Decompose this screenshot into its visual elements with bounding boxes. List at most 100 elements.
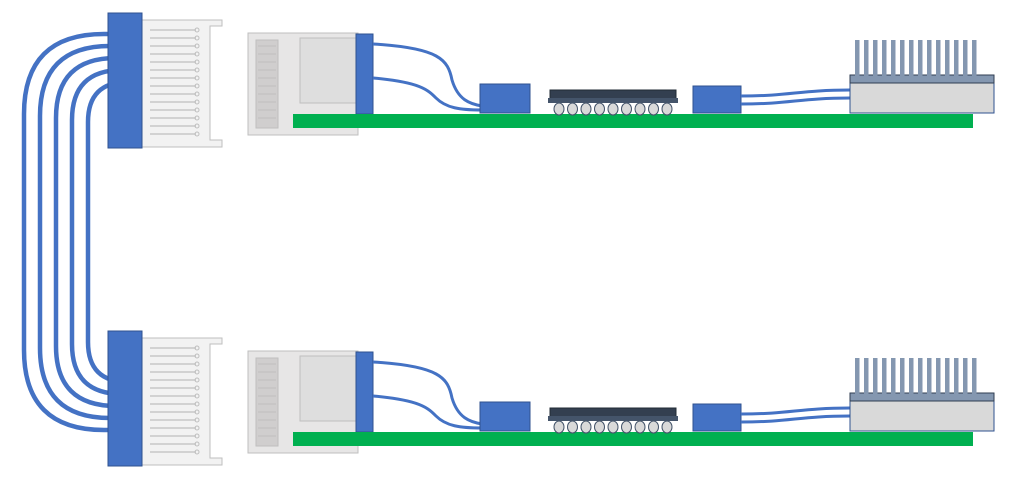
solder-ball	[607, 420, 619, 434]
connector-pin-contact	[194, 115, 200, 121]
connector-pin-contact	[194, 83, 200, 89]
cage-connector-housing	[139, 337, 223, 466]
heatsink-fin	[882, 40, 887, 76]
connector-pin-contact	[194, 131, 200, 137]
cage-connector-pins	[150, 27, 200, 137]
solder-ball	[553, 420, 565, 434]
heatsink-fin	[864, 358, 869, 394]
module-cable-connector	[355, 351, 374, 433]
pcb-board	[293, 114, 973, 128]
heatsink-fin	[918, 358, 923, 394]
heatsink-fin	[936, 358, 941, 394]
loopback-cable	[37, 43, 115, 421]
connector-pin-contact	[194, 345, 200, 351]
solder-ball	[567, 102, 578, 116]
heatsink-fin	[954, 40, 959, 76]
connector-pin-contact	[194, 67, 200, 73]
connector-pin-contact	[194, 385, 200, 391]
connector-pin-contact	[194, 27, 200, 33]
bga-solder-balls	[553, 102, 673, 116]
connector-pin-contact	[194, 417, 200, 423]
solder-ball	[634, 420, 646, 434]
heatsink-fin	[855, 40, 860, 76]
loopback-cable	[53, 55, 117, 409]
connector-pin-contact	[194, 401, 200, 407]
connector-pin-contact	[194, 361, 200, 367]
connector-pin-contact	[194, 123, 200, 129]
connector-pin-contact	[194, 433, 200, 439]
connector-pin-contact	[194, 91, 200, 97]
heatsink-fin	[945, 40, 950, 76]
bga-solder-balls	[553, 420, 673, 434]
flyover-cable	[372, 360, 483, 426]
heatsink-fin	[963, 40, 968, 76]
heatsink-fin	[855, 358, 860, 394]
heatsink-fin	[972, 40, 977, 76]
loopback-cable	[69, 67, 123, 397]
heatsink-fin	[909, 358, 914, 394]
heatsink-fin	[873, 358, 878, 394]
heatsink-module-body	[849, 79, 995, 114]
flyover-cable	[372, 76, 483, 112]
bga-chip-substrate	[548, 98, 678, 103]
solder-ball	[621, 102, 632, 116]
connector-pin-contact	[194, 353, 200, 359]
heatsink-fin	[963, 358, 968, 394]
pluggable-module-window	[299, 355, 357, 422]
lower-assembly	[107, 330, 995, 467]
heatsink-fin	[891, 358, 896, 394]
cage-connector-housing	[139, 19, 223, 148]
heatsink-module-body	[849, 397, 995, 432]
near-chip-connector	[479, 401, 531, 432]
solder-ball	[661, 420, 673, 434]
heatsink-fin	[936, 40, 941, 76]
flyover-cable	[740, 88, 851, 98]
solder-ball	[580, 420, 592, 434]
solder-ball	[648, 420, 659, 434]
heatsink-fin	[927, 40, 932, 76]
connector-pin-contact	[194, 35, 200, 41]
connector-pin-contact	[194, 51, 200, 57]
heatsink-fins	[855, 40, 977, 76]
upper-assembly	[107, 12, 995, 149]
pluggable-module-window	[299, 37, 357, 104]
connector-pin-contact	[194, 409, 200, 415]
near-chip-connector	[479, 83, 531, 114]
solder-ball	[607, 102, 619, 116]
solder-ball	[648, 102, 659, 116]
solder-ball	[594, 420, 605, 434]
heatsink-fin	[945, 358, 950, 394]
pluggable-module-latch	[255, 357, 279, 447]
cage-connector-pins	[150, 345, 200, 455]
connector-pin-contact	[194, 107, 200, 113]
connector-pin-contact	[194, 393, 200, 399]
bga-chip-substrate	[548, 416, 678, 421]
flyover-cable	[740, 414, 851, 424]
pluggable-module-latch	[255, 39, 279, 129]
connector-pin-contact	[194, 449, 200, 455]
solder-ball	[553, 102, 565, 116]
solder-ball	[634, 102, 646, 116]
flyover-cable	[372, 42, 483, 108]
flyover-cable	[740, 406, 851, 416]
solder-ball	[580, 102, 592, 116]
cable-backshell-connector	[107, 330, 143, 467]
solder-ball	[594, 102, 605, 116]
heatsink-fin	[927, 358, 932, 394]
heatsink-fin	[864, 40, 869, 76]
heatsink-fins	[855, 358, 977, 394]
connector-pin-contact	[194, 99, 200, 105]
connector-pin-contact	[194, 59, 200, 65]
near-chip-connector	[692, 85, 742, 114]
near-chip-connector	[692, 403, 742, 432]
connector-pin-contact	[194, 43, 200, 49]
pluggable-module-ribs	[258, 45, 276, 119]
cable-backshell-connector	[107, 12, 143, 149]
solder-ball	[661, 102, 673, 116]
connector-pin-contact	[194, 377, 200, 383]
flyover-cable	[372, 394, 483, 430]
pluggable-module-ribs	[258, 363, 276, 437]
heatsink-fin	[873, 40, 878, 76]
heatsink-fin	[891, 40, 896, 76]
